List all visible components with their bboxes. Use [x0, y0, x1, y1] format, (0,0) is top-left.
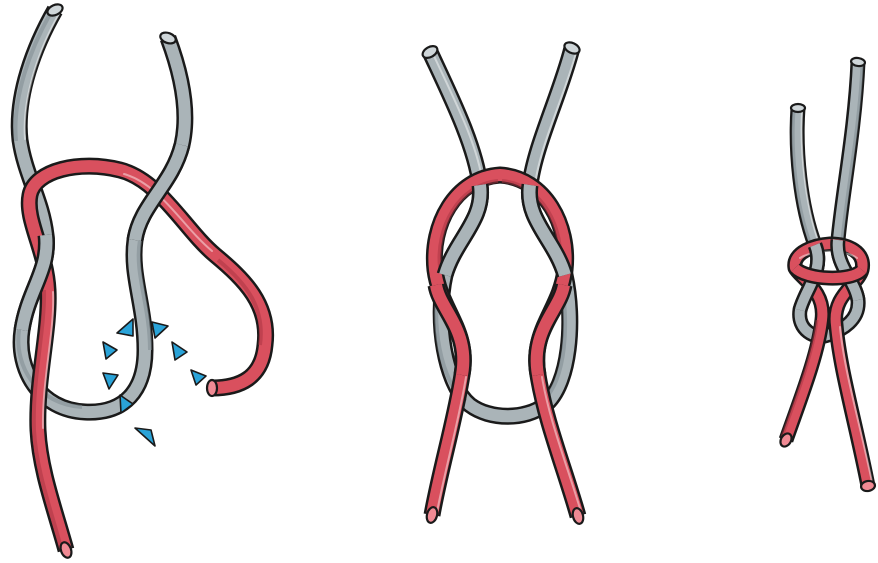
- triangle-arrow-icon: [117, 319, 133, 336]
- triangle-arrow-icon: [191, 370, 206, 385]
- triangle-arrow-icon: [172, 342, 187, 360]
- red-overpass-step-2: [436, 285, 564, 375]
- triangle-arrow-icon: [135, 428, 155, 446]
- triangle-arrow-icon: [103, 342, 117, 359]
- triangle-arrow-icon: [152, 322, 168, 338]
- direction-arrows: [103, 319, 206, 446]
- red-collar-step-3: [795, 268, 862, 278]
- triangle-arrow-icon: [103, 373, 118, 389]
- step-3-tightened-knot: [778, 57, 876, 492]
- step-1-loosely-interlaced: [15, 2, 265, 559]
- step-2-loose-knot: [421, 40, 585, 525]
